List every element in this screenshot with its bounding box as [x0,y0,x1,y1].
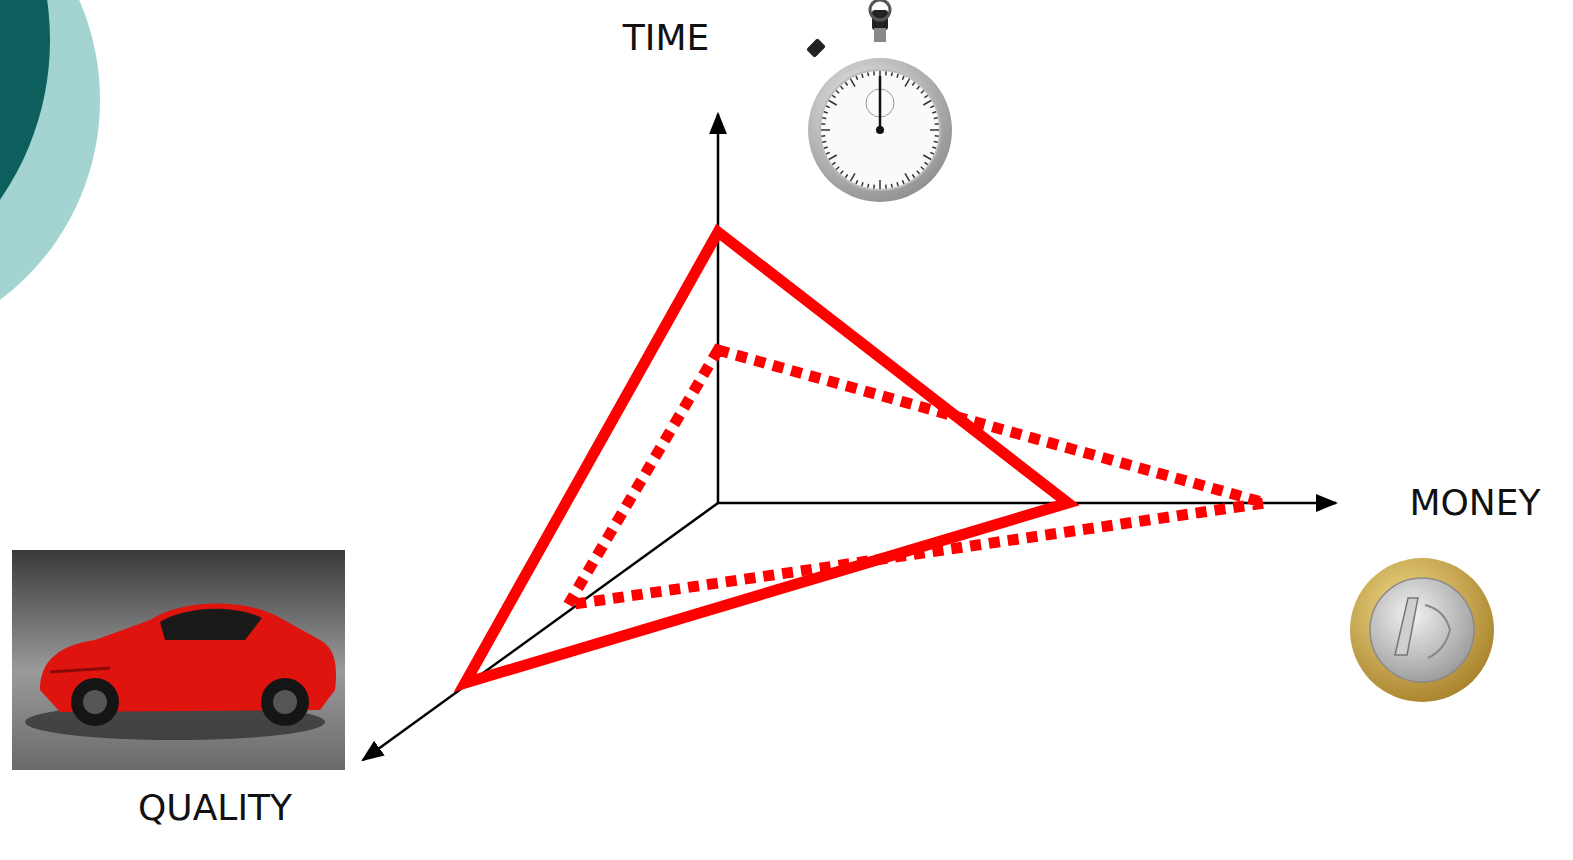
sports-car-picture [12,550,345,770]
axis-label: QUALITY [138,788,292,828]
euro-coin-icon [1350,558,1494,702]
decor-circle [0,0,50,320]
stopwatch-icon [806,0,952,202]
axis-label: MONEY [1409,483,1540,523]
time-axis [717,114,720,503]
solid-triangle [465,232,1068,683]
axis-label: TIME [623,18,709,58]
dotted-triangle [568,350,1265,605]
